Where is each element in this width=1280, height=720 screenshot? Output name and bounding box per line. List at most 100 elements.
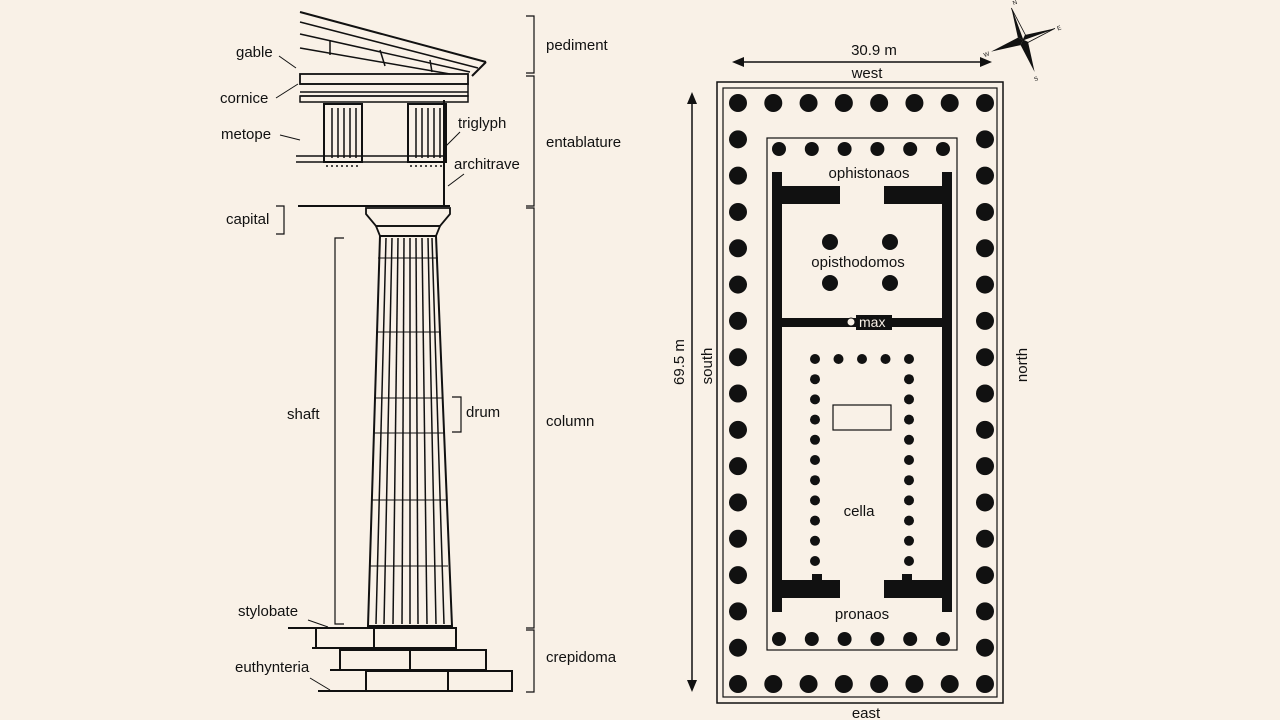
room-max: max xyxy=(859,314,885,330)
peristyle-column xyxy=(976,457,994,476)
cella-column xyxy=(904,455,914,465)
peristyle-column xyxy=(729,311,747,330)
peristyle-column xyxy=(940,675,959,693)
statue-base xyxy=(832,404,892,431)
peristyle-column xyxy=(834,675,853,693)
opisthodomos-column xyxy=(882,234,898,250)
peristyle-column xyxy=(729,638,747,657)
section-pediment: pediment xyxy=(546,37,609,54)
door-jamb-left xyxy=(812,574,822,582)
length-dimension xyxy=(687,92,697,692)
peristyle-column xyxy=(729,384,747,403)
peristyle-column xyxy=(729,239,747,258)
cella-column xyxy=(810,455,820,465)
peristyle-column xyxy=(799,675,818,693)
prostyle-column xyxy=(837,142,852,156)
crepidoma-drawing xyxy=(288,627,513,692)
peristyle-column xyxy=(976,239,994,258)
cella-column xyxy=(904,495,914,506)
cella-column xyxy=(904,475,914,486)
prostyle-column xyxy=(903,142,918,156)
cella-column xyxy=(904,535,914,546)
section-entablature: entablature xyxy=(546,134,621,151)
cella-column xyxy=(810,475,820,486)
leader-stylobate xyxy=(307,619,329,628)
peristyle-column xyxy=(976,384,994,403)
prostyle-column xyxy=(870,632,885,646)
section-column: column xyxy=(546,413,594,430)
cella-column xyxy=(904,394,914,405)
peristyle-column xyxy=(976,275,994,294)
room-opisthodomos: opisthodomos xyxy=(811,254,904,271)
peristyle-column xyxy=(976,202,994,221)
peristyle-column xyxy=(976,638,994,657)
label-architrave: architrave xyxy=(454,156,520,173)
cella-column xyxy=(833,354,844,364)
north-wall xyxy=(942,172,952,612)
prostyle-column xyxy=(936,142,950,156)
leader-metope xyxy=(279,134,301,141)
compass-e: E xyxy=(1056,25,1062,32)
peristyle-column xyxy=(976,493,994,512)
label-stylobate: stylobate xyxy=(238,603,298,620)
compass-w: W xyxy=(983,51,991,59)
section-brackets xyxy=(526,15,535,693)
cella-column xyxy=(904,515,914,526)
peristyle-column xyxy=(729,457,747,476)
peristyle-column xyxy=(729,94,747,112)
frieze-drawing xyxy=(296,100,447,206)
opisthodomos-column xyxy=(822,275,838,291)
door-jamb-right xyxy=(902,574,912,582)
room-ophistonaos: ophistonaos xyxy=(829,165,910,182)
leader-cornice xyxy=(275,83,299,99)
cella-column xyxy=(810,515,820,526)
peristyle-column xyxy=(905,675,924,693)
compass-needle-w xyxy=(991,37,1023,52)
peristyle-column xyxy=(976,130,994,149)
label-drum: drum xyxy=(466,404,500,421)
peristyle-column xyxy=(976,348,994,367)
west-anta-left xyxy=(772,186,840,204)
east-anta-right xyxy=(884,580,952,598)
east-anta-left xyxy=(772,580,840,598)
leader-euthynteria xyxy=(309,677,331,691)
peristyle-column xyxy=(976,529,994,548)
prostyle-column xyxy=(804,632,819,646)
label-euthynteria: euthynteria xyxy=(235,659,310,676)
elevation-labels: gable cornice metope triglyph architrave… xyxy=(220,44,520,691)
cella-column xyxy=(810,374,820,385)
cella-column xyxy=(904,556,914,566)
opisthodomos-column xyxy=(882,275,898,291)
peristyle-column xyxy=(764,675,783,693)
leader-architrave xyxy=(447,173,465,187)
cella-column xyxy=(904,434,914,445)
cella-column xyxy=(880,354,891,364)
prostyle-column xyxy=(772,142,786,156)
peristyle-column xyxy=(976,675,994,693)
prostyle-column xyxy=(837,632,852,646)
peristyle-column xyxy=(729,493,747,512)
width-dimension xyxy=(732,57,992,67)
prostyle-column xyxy=(903,632,918,646)
bracket-crepidoma xyxy=(526,629,535,693)
peristyle-column xyxy=(976,94,994,112)
compass-s: S xyxy=(1034,76,1040,83)
label-triglyph: triglyph xyxy=(458,115,506,132)
peristyle-columns xyxy=(729,94,994,693)
side-north: north xyxy=(1014,348,1031,382)
side-west: west xyxy=(851,65,884,82)
peristyle-column xyxy=(729,202,747,221)
doric-elevation xyxy=(288,11,513,692)
inner-columns xyxy=(772,142,950,646)
peristyle-column xyxy=(729,602,747,621)
max-label-bg xyxy=(856,315,892,330)
peristyle-column xyxy=(729,529,747,548)
compass-n: N xyxy=(1012,0,1018,7)
bracket-capital xyxy=(276,205,285,235)
peristyle-column xyxy=(976,420,994,439)
temple-plan: ophistonaos opisthodomos max cella prona… xyxy=(671,0,1062,720)
peristyle-column xyxy=(976,311,994,330)
max-marker xyxy=(846,317,856,327)
compass-needle-s xyxy=(1020,40,1035,72)
